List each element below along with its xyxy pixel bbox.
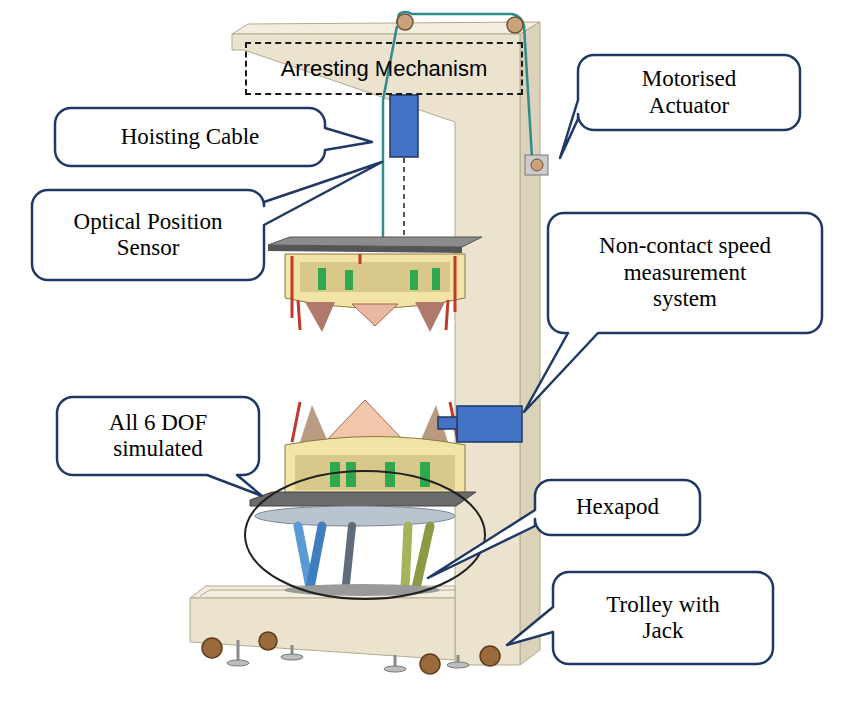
dashed-region: Arresting Mechanism [245, 42, 523, 95]
beam-top-face [232, 22, 540, 34]
latch [385, 462, 395, 487]
lower-module-band [295, 455, 455, 490]
guide-petal [415, 302, 445, 332]
probe-cone [352, 304, 398, 326]
callout-text: Hexapod [550, 494, 685, 520]
callout-text: Non-contact speed measurement system [595, 233, 775, 312]
optical-sensor [390, 95, 418, 157]
callout-box: Hoisting Cable [55, 108, 325, 166]
actuator-leg [346, 526, 352, 584]
jack-stem [237, 640, 240, 662]
callout-text: Optical Position Sensor [58, 209, 238, 262]
actuator-leg [310, 526, 322, 588]
trolley-front-face [190, 598, 455, 660]
wheel [202, 638, 222, 658]
wheel [420, 654, 440, 674]
drogue-cone [325, 400, 405, 442]
callout-text: All 6 DOF simulated [83, 410, 233, 463]
wheel [259, 632, 277, 650]
callout-box: Optical Position Sensor [32, 190, 264, 280]
latch [345, 270, 353, 290]
callout-box: All 6 DOF simulated [57, 397, 259, 475]
callout-text: Motorised Actuator [614, 66, 764, 119]
speed-sensor-probe [438, 417, 458, 429]
callout-box: Trolley with Jack [553, 572, 773, 664]
callout-box: Non-contact speed measurement system [548, 213, 822, 333]
hexapod-base [284, 584, 440, 596]
callout-text: Trolley with Jack [593, 592, 733, 645]
lower-plate [250, 492, 476, 506]
latch [318, 268, 326, 290]
guide-petal [305, 302, 335, 332]
callout-box: Motorised Actuator [578, 55, 800, 130]
upper-latches [318, 268, 440, 290]
wheel [480, 646, 500, 666]
hexapod-top-disk [255, 506, 455, 526]
latch [432, 268, 440, 290]
callout-outline [524, 213, 822, 412]
callout-outline [507, 572, 773, 664]
jack-foot [447, 662, 469, 668]
jack-foot [227, 660, 249, 666]
latch [346, 462, 356, 487]
pulley [507, 17, 523, 33]
callout-outline [560, 55, 800, 158]
wheel-group [202, 632, 500, 674]
upper-brackets [292, 254, 455, 330]
callout-outline [428, 480, 700, 578]
callout-outline [57, 397, 262, 496]
upper-module-body [285, 254, 465, 308]
hexapod-legs [298, 526, 430, 588]
actuator-housing [525, 155, 548, 175]
upper-module-band [300, 262, 450, 292]
callout-box: Hexapod [535, 480, 700, 535]
lower-latches [330, 462, 430, 487]
frame-front-face [232, 34, 520, 665]
callout-outline [32, 162, 382, 280]
actuator-leg [416, 526, 430, 588]
jack-foot [281, 654, 303, 660]
pulley [397, 14, 413, 30]
latch [410, 270, 418, 290]
speed-sensor [457, 406, 522, 442]
lower-brackets [292, 402, 470, 442]
dof-highlight-ellipse [245, 471, 485, 599]
latch [330, 462, 340, 487]
callout-outline [55, 108, 372, 166]
jack-foot [384, 666, 406, 672]
actuator-drum [531, 159, 543, 171]
callout-text: Arresting Mechanism [255, 56, 513, 81]
guide-petal [300, 405, 328, 442]
latch [420, 462, 430, 487]
optical-beam [403, 158, 405, 238]
upper-plate-edge [268, 245, 462, 253]
actuator-leg [405, 526, 408, 588]
callout-text: Hoisting Cable [80, 124, 300, 150]
